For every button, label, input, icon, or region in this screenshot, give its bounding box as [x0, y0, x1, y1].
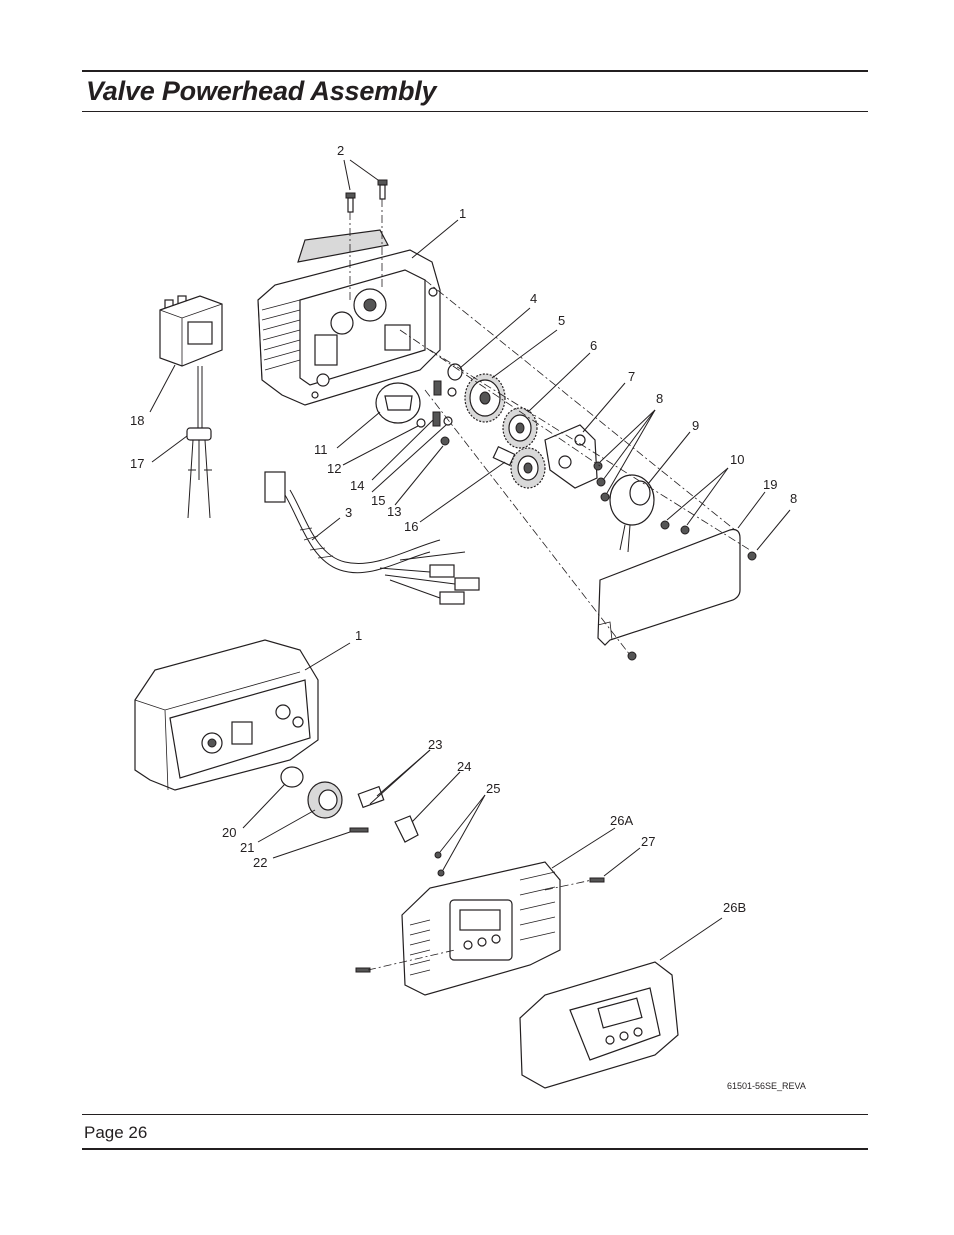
screw-item-25-b [437, 869, 445, 877]
o-ring-item-4 [447, 363, 463, 381]
top-rule-thin [82, 111, 868, 112]
screw-left [355, 967, 371, 973]
callout-8-lower: 8 [790, 491, 797, 506]
transformer-item-18 [159, 295, 223, 519]
callout-6: 6 [590, 338, 597, 353]
callout-24: 24 [457, 759, 471, 774]
callout-11: 11 [314, 442, 328, 457]
ball-upper [447, 387, 457, 397]
cam-item-11 [375, 382, 421, 424]
callout-13: 13 [387, 504, 401, 519]
top-rule-thick [82, 70, 868, 72]
motor-item-9 [609, 474, 655, 553]
callout-22: 22 [253, 855, 267, 870]
callout-5: 5 [558, 313, 565, 328]
callout-1-lower: 1 [355, 628, 362, 643]
screws-item-8 [593, 461, 610, 502]
page-number: Page 26 [84, 1123, 148, 1142]
screw-item-13 [440, 436, 450, 446]
callout-9: 9 [692, 418, 699, 433]
gear-item-5 [464, 373, 506, 423]
powerhead-housing-rear [257, 229, 441, 406]
front-cover-item-26b [519, 961, 679, 1089]
screw-item-25-a [434, 851, 442, 859]
screw-item-22 [349, 827, 369, 833]
callout-4: 4 [530, 291, 537, 306]
callout-18: 18 [130, 413, 144, 428]
callout-3: 3 [345, 505, 352, 520]
leader-lines [149, 159, 791, 961]
wire-harness-item-3 [264, 471, 480, 605]
callout-2: 2 [337, 143, 344, 158]
front-cover-item-26a [401, 861, 561, 996]
gear-item-21 [307, 781, 343, 819]
switch-item-23 [357, 785, 385, 809]
callout-19: 19 [763, 477, 777, 492]
screw-item-8-b [747, 551, 757, 561]
callout-25: 25 [486, 781, 500, 796]
callout-10: 10 [730, 452, 744, 467]
spring-upper [433, 380, 442, 396]
drawing-number: 61501-56SE_REVA [727, 1081, 806, 1091]
callout-14: 14 [350, 478, 364, 493]
callout-26b: 26B [723, 900, 746, 915]
callout-12: 12 [327, 461, 341, 476]
callout-7: 7 [628, 369, 635, 384]
gear-item-6 [502, 407, 538, 449]
powerhead-housing-front [134, 639, 319, 791]
screw-item-10-b [680, 525, 690, 535]
o-ring-item-20 [280, 766, 304, 788]
callout-23: 23 [428, 737, 442, 752]
callout-20: 20 [222, 825, 236, 840]
gear-item-16 [492, 445, 546, 489]
page-title: Valve Powerhead Assembly [86, 76, 437, 106]
screw-item-2-left [345, 192, 356, 213]
callout-8-upper: 8 [656, 391, 663, 406]
motor-bracket-item-7 [544, 424, 598, 489]
washer-item-12 [416, 418, 426, 428]
screw-item-27 [589, 877, 605, 883]
callout-27: 27 [641, 834, 655, 849]
callout-15: 15 [371, 493, 385, 508]
callout-17: 17 [130, 456, 144, 471]
screw-bottom [627, 651, 637, 661]
spring-item-14 [432, 411, 441, 427]
ball-item-15 [443, 416, 453, 426]
screw-item-2-right [377, 179, 388, 200]
screw-item-10-a [660, 520, 670, 530]
cover-plate-item-19 [597, 528, 741, 646]
callout-21: 21 [240, 840, 254, 855]
switch-item-24 [394, 815, 419, 843]
callout-26a: 26A [610, 813, 633, 828]
bottom-rule-bottom [82, 1148, 868, 1150]
callout-16: 16 [404, 519, 418, 534]
bottom-rule-top [82, 1114, 868, 1115]
callout-1-upper: 1 [459, 206, 466, 221]
